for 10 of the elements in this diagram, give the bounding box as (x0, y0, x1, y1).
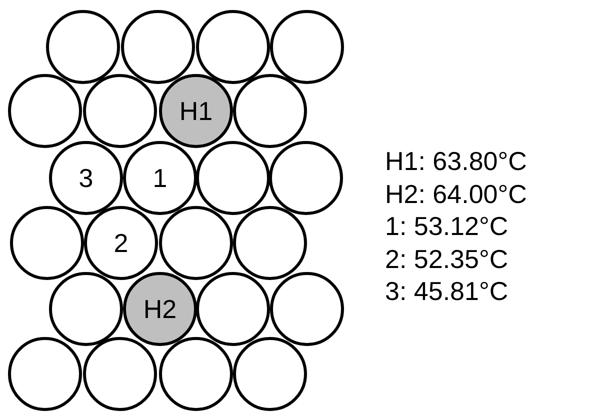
circle-label: 3 (78, 165, 94, 191)
temperature-reading: 1: 53.12°C (385, 213, 508, 239)
temperature-reading: 3: 45.81°C (385, 278, 508, 304)
circle-label: H1 (179, 98, 213, 124)
temperature-reading: 2: 52.35°C (385, 246, 508, 272)
temperature-reading: H2: 64.00°C (385, 180, 527, 206)
circle-label: 1 (152, 165, 168, 191)
circle-label: 2 (114, 230, 128, 256)
circle-label: H2 (143, 296, 177, 322)
temperature-reading: H1: 63.80°C (385, 148, 527, 174)
